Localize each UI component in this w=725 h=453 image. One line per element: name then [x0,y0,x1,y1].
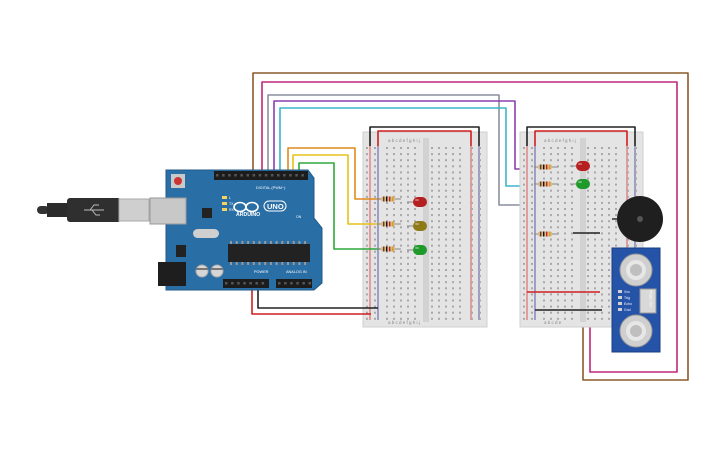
arduino-logo-icon [233,201,259,213]
led-right-green[interactable] [570,179,590,189]
usb-socket [149,197,187,225]
sensor-pin[interactable] [618,296,622,299]
on-label: ON [296,215,302,219]
bb-right-bottom-letters: a b c d e [544,320,562,325]
tx-label: TX [229,202,234,206]
sensor-pin-label: Gnd [624,308,631,312]
wire-green[interactable] [298,162,380,250]
wire-yellow[interactable] [292,154,380,225]
atmega-chip [228,244,310,262]
resistor-3[interactable] [377,246,401,252]
wire-black-left-top[interactable] [369,126,480,146]
sensor-pin[interactable] [618,308,622,311]
resistor-2[interactable] [377,221,401,227]
wire-red-power[interactable] [251,290,371,315]
sensor-pin-label: Trig [624,296,630,300]
wire-black-right-top[interactable] [526,126,636,146]
wire-red-left-top[interactable] [377,130,472,146]
analog-label: ANALOG IN [286,270,307,274]
sensor-pin-label: Echo [624,302,632,306]
resistor-4[interactable] [534,164,558,170]
power-header [223,279,269,288]
sensor-pin[interactable] [618,290,622,293]
power-label: POWER [254,270,269,274]
resistor-6[interactable] [534,231,558,237]
piezo-buzzer[interactable] [612,196,663,242]
led-green[interactable] [407,245,427,255]
analog-header [276,279,312,288]
model-label: UNO [267,202,284,211]
capacitor-1 [195,264,209,278]
rx-label: RX [229,208,235,212]
crystal [193,229,219,238]
bb-left-bottom-letters: a b c d e f g h i j [388,320,420,325]
usb-chip [202,208,212,218]
led-red[interactable] [407,197,427,207]
wire-red-right-top[interactable] [534,130,628,146]
resistor-5[interactable] [534,181,558,187]
bb-left-top-letters: a b c d e f g h i j [388,138,420,143]
led-right-red[interactable] [570,161,590,171]
sensor-pin-label: Vcc [624,290,630,294]
usb-icon [84,204,104,216]
led-olive[interactable] [407,221,427,231]
resistor-1[interactable] [377,196,401,202]
wire-cyan[interactable] [279,107,538,187]
power-jack [158,262,186,286]
wire-orange[interactable] [287,147,380,200]
usb-cable[interactable] [37,198,150,222]
breadboard-wires [251,126,636,315]
bb-right-top-letters: a b c d e f g h i j [544,138,576,143]
sensor-pin[interactable] [618,302,622,305]
arduino-uno-board[interactable]: L TX RX ON ARDUINO UNO DIGITAL (PWM~) PO… [149,169,323,291]
capacitor-2 [210,264,224,278]
sensor-model: HC-SR04 [648,289,653,307]
l-label: L [229,196,231,200]
digital-label: DIGITAL (PWM~) [256,186,286,190]
wire-black-power[interactable] [257,290,378,309]
resistors [377,164,558,252]
brand-label: ARDUINO [236,212,260,218]
leds [407,161,590,255]
